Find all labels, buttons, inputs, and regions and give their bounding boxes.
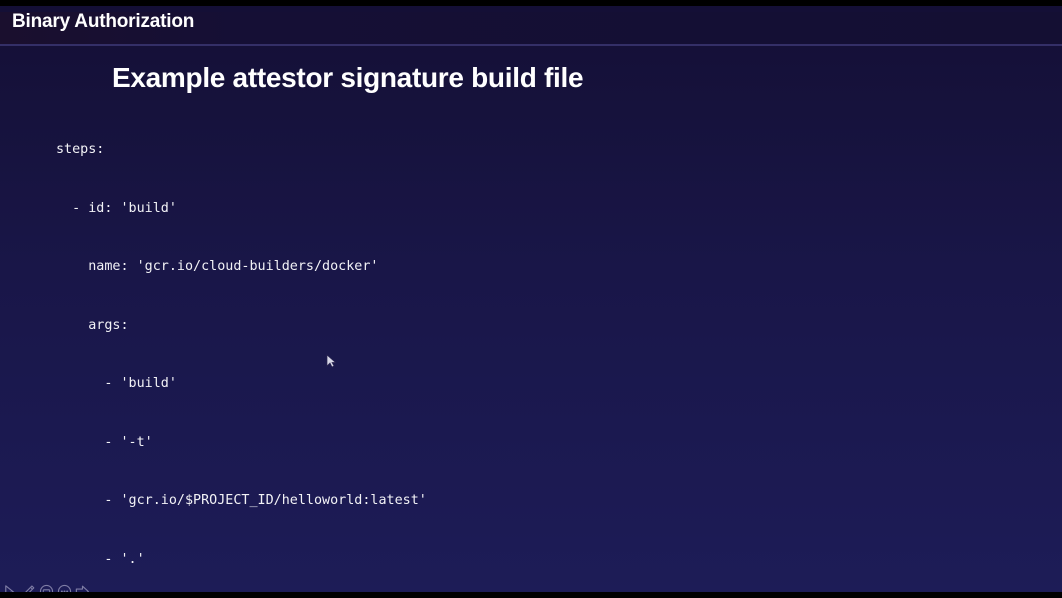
- page-title: Example attestor signature build file: [112, 62, 584, 93]
- code-line: - 'gcr.io/$PROJECT_ID/helloworld:latest': [56, 493, 427, 508]
- header-divider: [0, 44, 1062, 46]
- code-line: - 'build': [56, 376, 177, 391]
- code-line: - '-t': [56, 434, 153, 450]
- code-block: steps: - id: 'build' name: 'gcr.io/cloud…: [56, 101, 1046, 598]
- code-line: steps:: [56, 142, 105, 157]
- code-line: args:: [56, 317, 129, 333]
- code-line: name: 'gcr.io/cloud-builders/docker': [56, 259, 379, 274]
- bottom-letterbox-bar: [0, 592, 1062, 598]
- slide-canvas: Binary Authorization Example attestor si…: [0, 6, 1062, 598]
- code-line: - id: 'build': [56, 200, 177, 216]
- code-line: - '.': [56, 551, 145, 567]
- slide-header-band: [0, 12, 1062, 44]
- header-title: Binary Authorization: [12, 11, 195, 32]
- top-letterbox-bar: [0, 0, 1062, 6]
